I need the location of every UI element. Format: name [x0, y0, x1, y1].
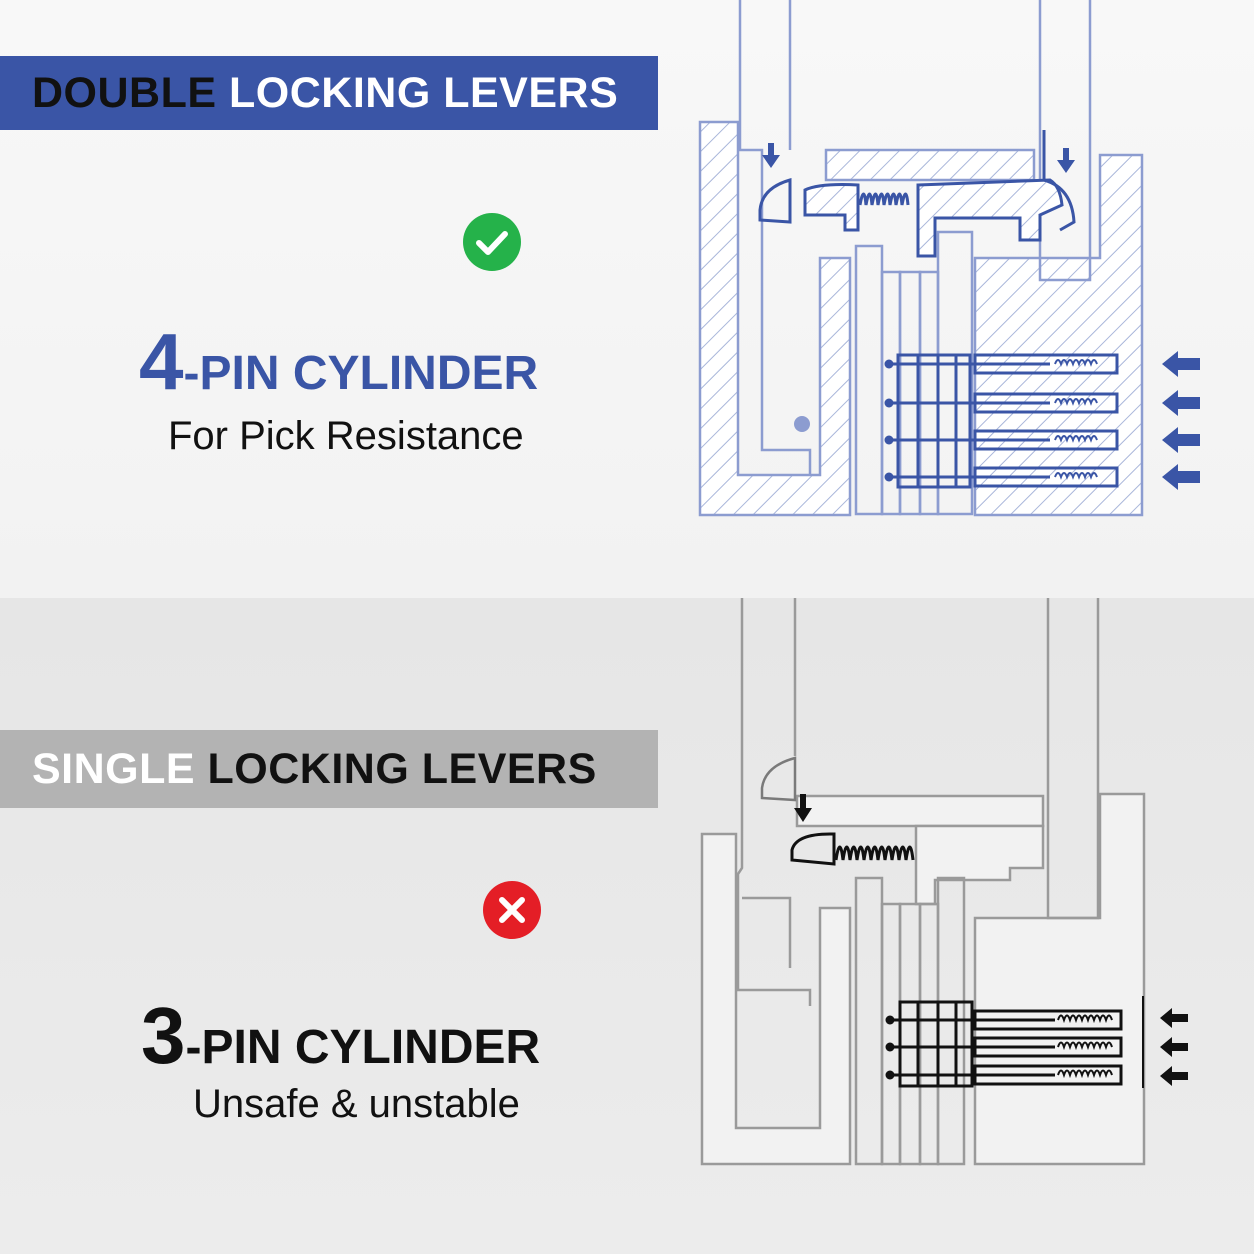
cross-icon	[483, 881, 541, 939]
double-lever-panel: DOUBLE LOCKING LEVERS 4-PIN CYLINDER For…	[0, 0, 1254, 598]
banner-word-single: SINGLE	[32, 744, 196, 793]
banner-word-locking-levers: LOCKING LEVERS	[229, 68, 619, 117]
three-pin-cylinder-title: 3-PIN CYLINDER	[141, 996, 540, 1076]
single-lever-lock-diagram	[700, 598, 1188, 1166]
banner-word-double: DOUBLE	[32, 68, 217, 117]
single-locking-levers-banner: SINGLE LOCKING LEVERS	[0, 730, 658, 808]
four-pin-cylinder-title: 4-PIN CYLINDER	[139, 322, 538, 402]
single-lever-panel: SINGLE LOCKING LEVERS 3-PIN CYLINDER Uns…	[0, 598, 1254, 1254]
pin-cylinder-label: -PIN CYLINDER	[183, 347, 539, 400]
double-locking-levers-banner: DOUBLE LOCKING LEVERS	[0, 56, 658, 130]
unsafe-subtitle: Unsafe & unstable	[193, 1082, 520, 1126]
double-lever-lock-diagram	[698, 0, 1200, 517]
pin-cylinder-label: -PIN CYLINDER	[185, 1021, 541, 1074]
pin-count: 3	[141, 991, 186, 1080]
check-icon	[463, 213, 521, 271]
pin-count: 4	[139, 317, 184, 406]
banner-word-locking-levers: LOCKING LEVERS	[207, 744, 597, 793]
pick-resistance-subtitle: For Pick Resistance	[168, 414, 524, 458]
